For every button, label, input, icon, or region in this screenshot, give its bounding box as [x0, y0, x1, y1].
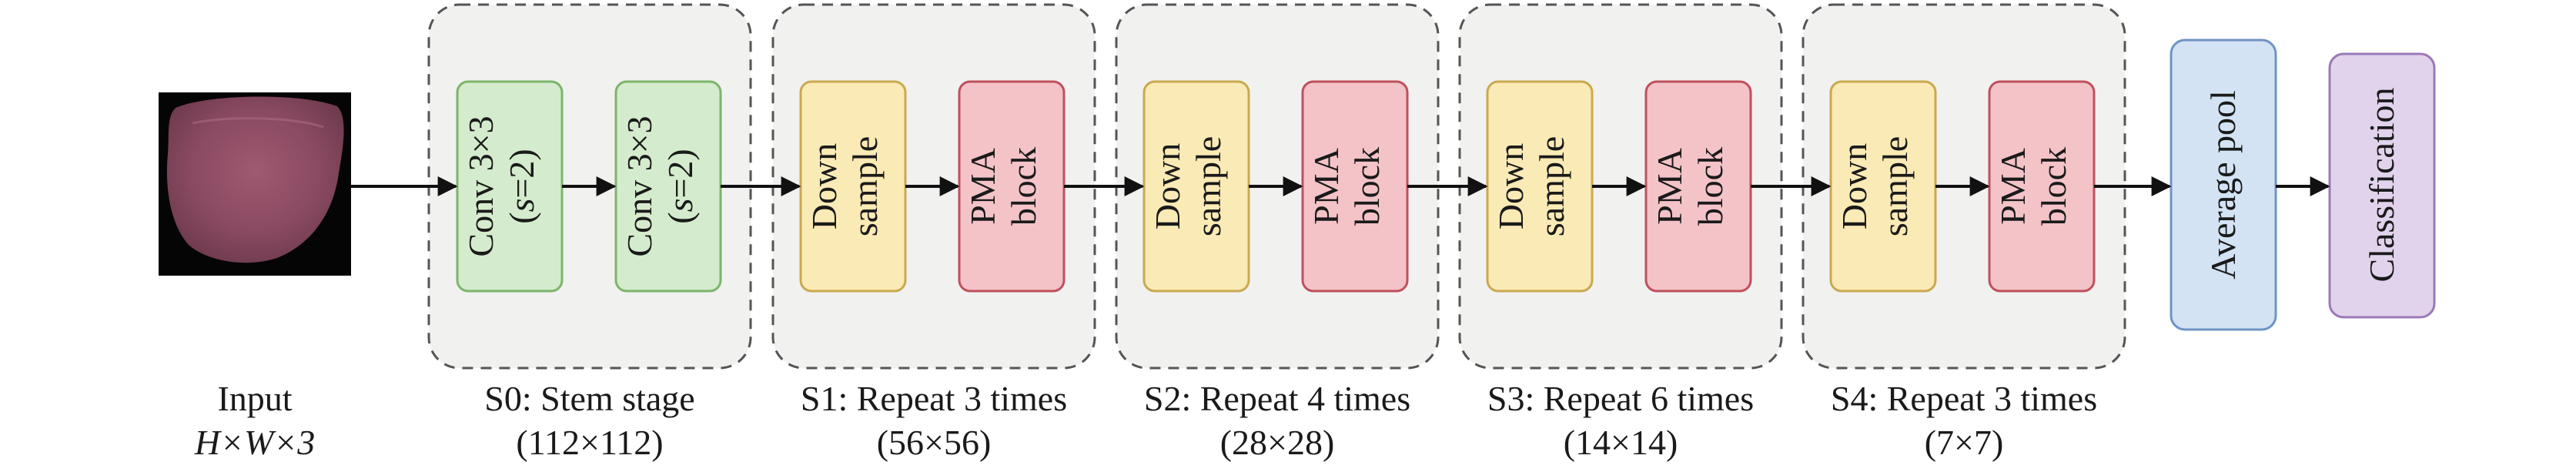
classification-label: Classification	[2362, 88, 2401, 283]
pma-block-line2: block	[2034, 147, 2073, 226]
conv-block-2-line1: Conv 3×3	[620, 115, 659, 256]
stage-s1-caption: S1: Repeat 3 times	[801, 379, 1067, 418]
input-label: Input	[217, 379, 292, 418]
down-sample-line1: Down	[1835, 143, 1874, 229]
pma-block-line1: PMA	[1306, 148, 1346, 225]
pma-block-line1: PMA	[963, 148, 1002, 225]
stage-s0-caption: S0: Stem stage	[484, 379, 694, 418]
down-sample-line2: sample	[1532, 136, 1571, 236]
stage-s2-resolution: (28×28)	[1220, 423, 1335, 462]
conv-block-1-line1: Conv 3×3	[461, 115, 500, 256]
conv-block-2-line2: (s=2)	[661, 149, 700, 224]
input-image	[159, 92, 351, 276]
stage-s1-resolution: (56×56)	[877, 423, 992, 462]
down-sample-line2: sample	[1875, 136, 1915, 236]
pma-block-line2: block	[1691, 147, 1730, 226]
stage-s4-caption: S4: Repeat 3 times	[1831, 379, 2097, 418]
average-pool-block: Average pool	[2170, 38, 2277, 331]
input-shape-label: H×W×3	[194, 423, 316, 462]
stage-s0-resolution: (112×112)	[516, 423, 663, 462]
pma-block-line1: PMA	[1650, 148, 1689, 225]
pma-block-line2: block	[1347, 147, 1387, 226]
down-sample-line2: sample	[1189, 136, 1228, 236]
down-sample-line1: Down	[1491, 143, 1531, 229]
stage-s3-resolution: (14×14)	[1564, 423, 1678, 462]
conv-block-1-line2: (s=2)	[502, 149, 541, 224]
stage-s4-resolution: (7×7)	[1925, 423, 2004, 462]
down-sample-line2: sample	[845, 136, 885, 236]
stage-s3-caption: S3: Repeat 6 times	[1487, 379, 1754, 418]
down-sample-line1: Down	[805, 143, 844, 229]
pma-block-line1: PMA	[1993, 148, 2032, 225]
average-pool-label: Average pool	[2203, 90, 2243, 280]
pma-block-line2: block	[1004, 147, 1043, 226]
down-sample-line1: Down	[1148, 143, 1187, 229]
stage-s2-caption: S2: Repeat 4 times	[1144, 379, 1410, 418]
classification-block: Classification	[2328, 52, 2436, 319]
